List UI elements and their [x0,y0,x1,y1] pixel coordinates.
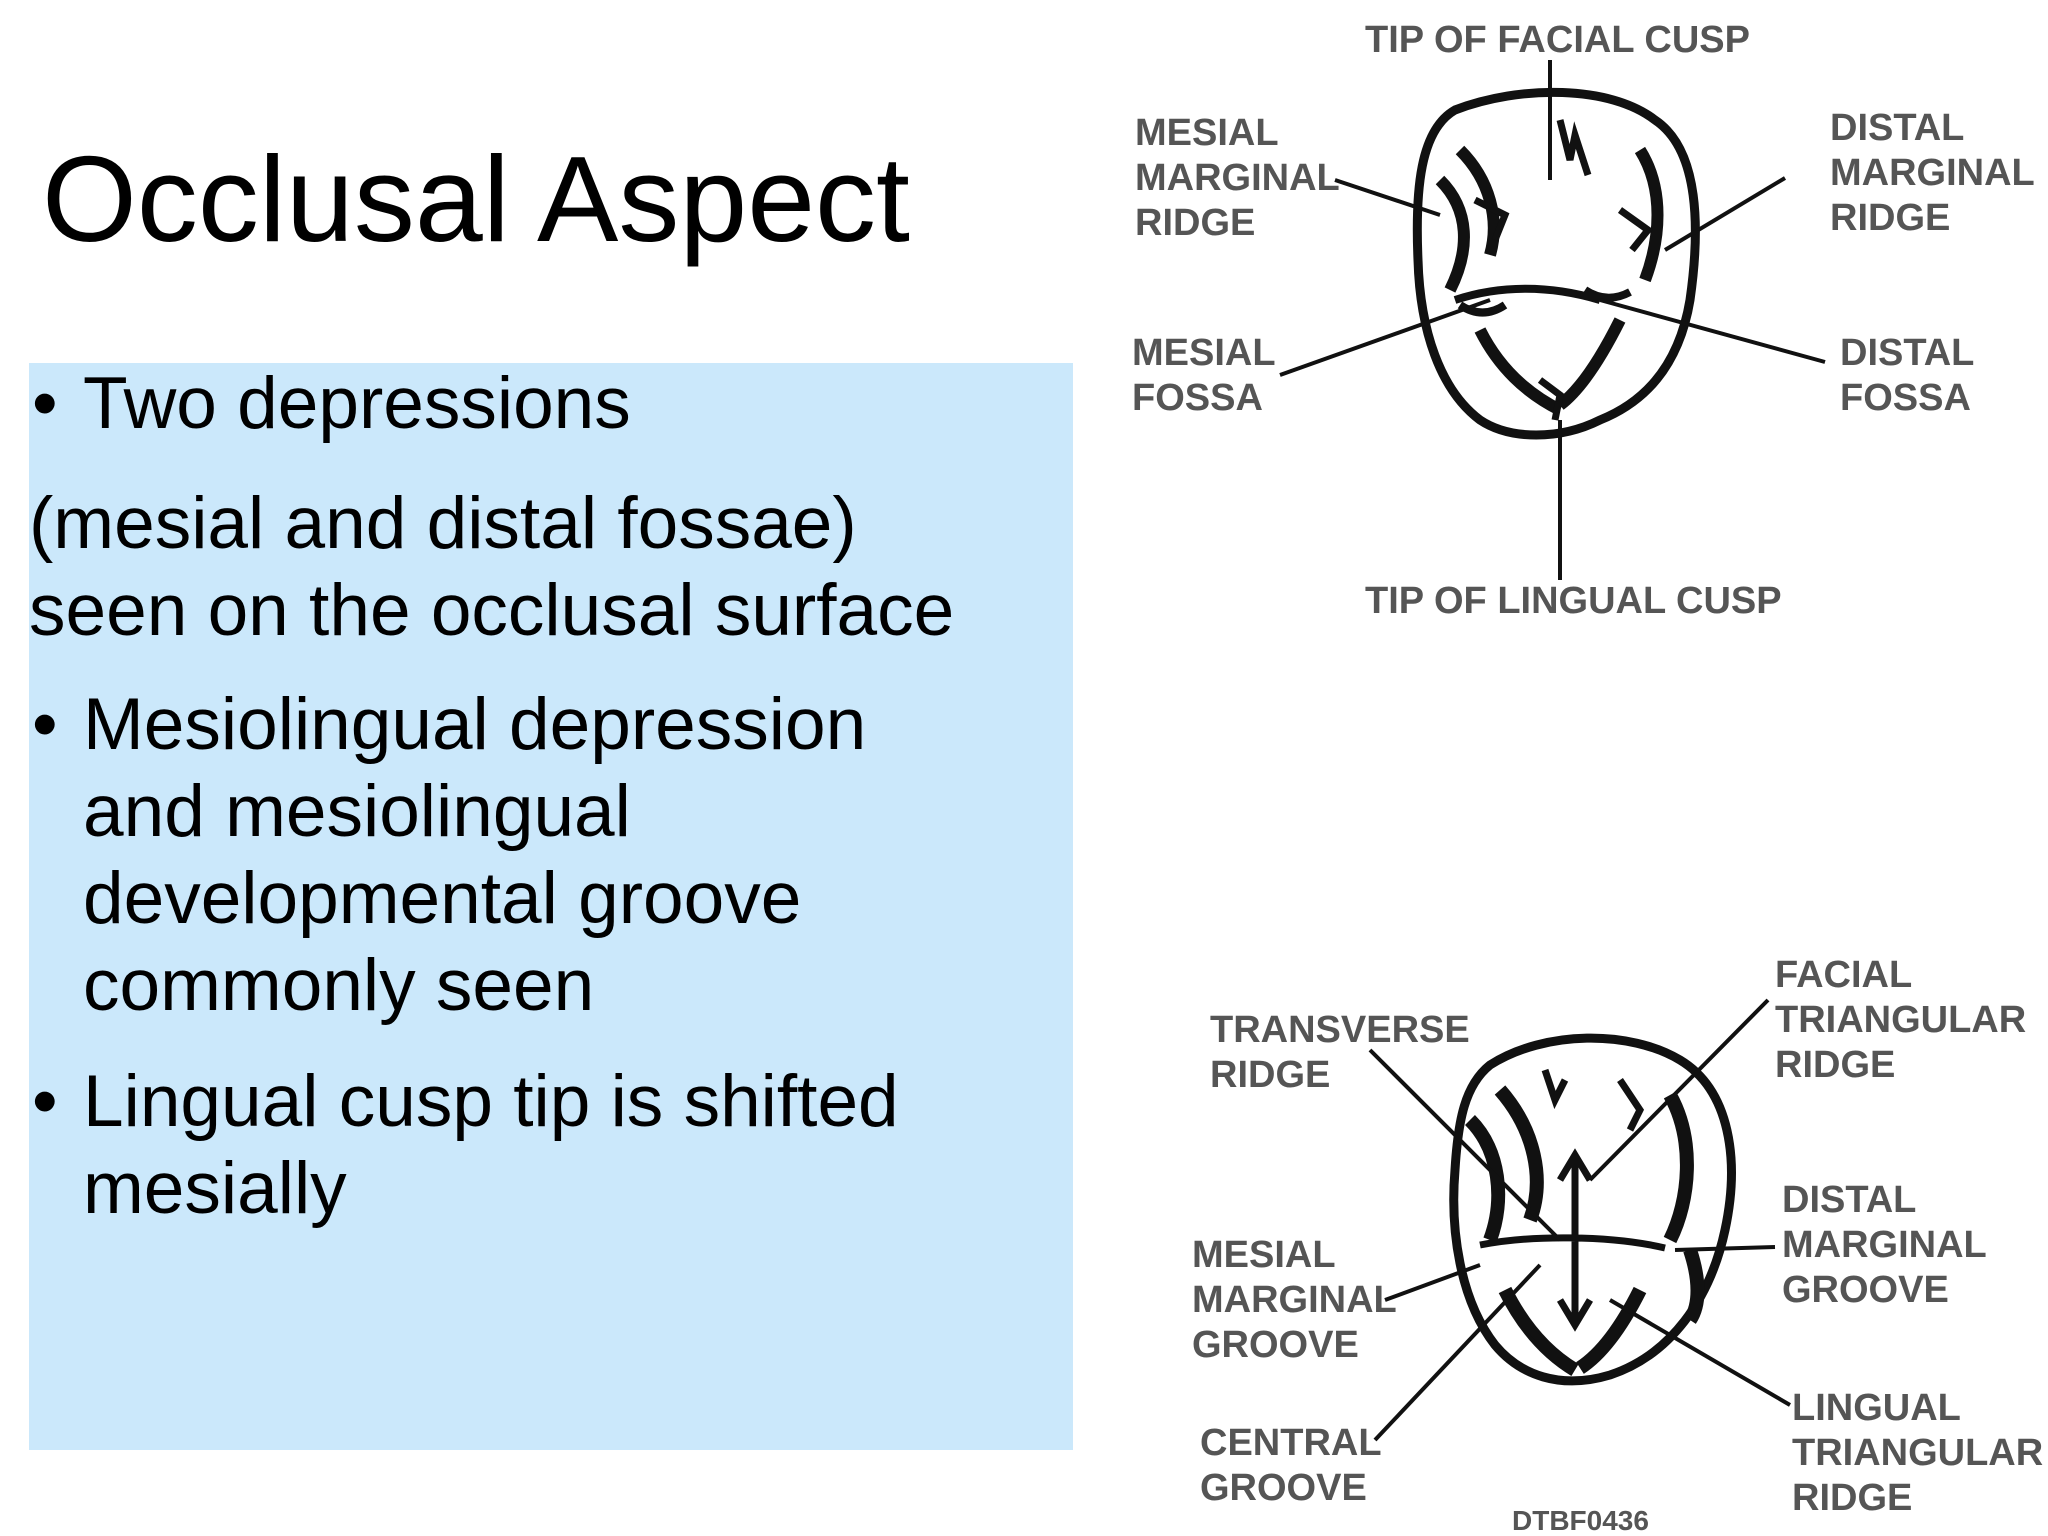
label-mesial-marginal-groove-2: MARGINAL [1192,1279,1397,1321]
label-mesial-fossa-1: MESIAL [1132,332,1276,374]
label-facial-triangular-ridge-1: FACIAL [1775,954,1912,996]
label-distal-marginal-groove-3: GROOVE [1782,1269,1949,1311]
label-mesial-marginal-groove-3: GROOVE [1192,1324,1359,1366]
label-facial-triangular-ridge-3: RIDGE [1775,1044,1895,1086]
label-distal-marginal-ridge-1: DISTAL [1830,107,1964,149]
label-central-groove-2: GROOVE [1200,1467,1367,1509]
label-mesial-marginal-ridge-2: MARGINAL [1135,157,1340,199]
bullet-1-line-1: Two depressions [83,363,631,444]
label-transverse-ridge-2: RIDGE [1210,1054,1330,1096]
label-distal-marginal-ridge-2: MARGINAL [1830,152,2035,194]
label-mesial-marginal-groove-1: MESIAL [1192,1234,1336,1276]
label-facial-triangular-ridge-2: TRIANGULAR [1775,999,2026,1041]
bullet-2-line-2: and mesiolingual [83,771,631,852]
label-distal-fossa-2: FOSSA [1840,377,1971,419]
label-tip-lingual-cusp: TIP OF LINGUAL CUSP [1365,580,1782,622]
bullet-2-line-4: commonly seen [83,945,595,1026]
label-lingual-triangular-ridge-1: LINGUAL [1792,1387,1961,1429]
bullet-marker: • [32,684,58,765]
label-mesial-marginal-ridge-1: MESIAL [1135,112,1279,154]
label-distal-marginal-ridge-3: RIDGE [1830,197,1950,239]
label-mesial-fossa-2: FOSSA [1132,377,1263,419]
bullet-3-line-2: mesially [83,1148,347,1229]
bullet-marker: • [32,1061,58,1142]
bullet-marker: • [32,363,58,444]
label-tip-facial-cusp: TIP OF FACIAL CUSP [1365,19,1750,61]
label-distal-fossa-1: DISTAL [1840,332,1974,374]
bullet-2-line-1: Mesiolingual depression [83,684,867,765]
bullet-text-box: • Two depressions (mesial and distal fos… [29,363,1073,1450]
bullet-2-line-3: developmental groove [83,858,802,939]
label-lingual-triangular-ridge-2: TRIANGULAR [1792,1432,2043,1474]
slide-title: Occlusal Aspect [42,131,910,267]
top-tooth-outline [1412,87,1700,440]
figure-code: DTBF0436 [1512,1505,1649,1536]
label-central-groove-1: CENTRAL [1200,1422,1382,1464]
label-lingual-triangular-ridge-3: RIDGE [1792,1477,1912,1519]
label-distal-marginal-groove-2: MARGINAL [1782,1224,1987,1266]
bullet-1-continuation-2: seen on the occlusal surface [29,570,955,651]
bottom-leader-lines [1368,998,1792,1442]
bottom-tooth-outline [1449,1033,1736,1386]
bullet-3-line-1: Lingual cusp tip is shifted [83,1061,899,1142]
bullet-1-continuation-1: (mesial and distal fossae) [29,483,857,564]
label-transverse-ridge-1: TRANSVERSE [1210,1009,1470,1051]
top-leader-lines [1279,60,1826,580]
label-distal-marginal-groove-1: DISTAL [1782,1179,1916,1221]
label-mesial-marginal-ridge-3: RIDGE [1135,202,1255,244]
